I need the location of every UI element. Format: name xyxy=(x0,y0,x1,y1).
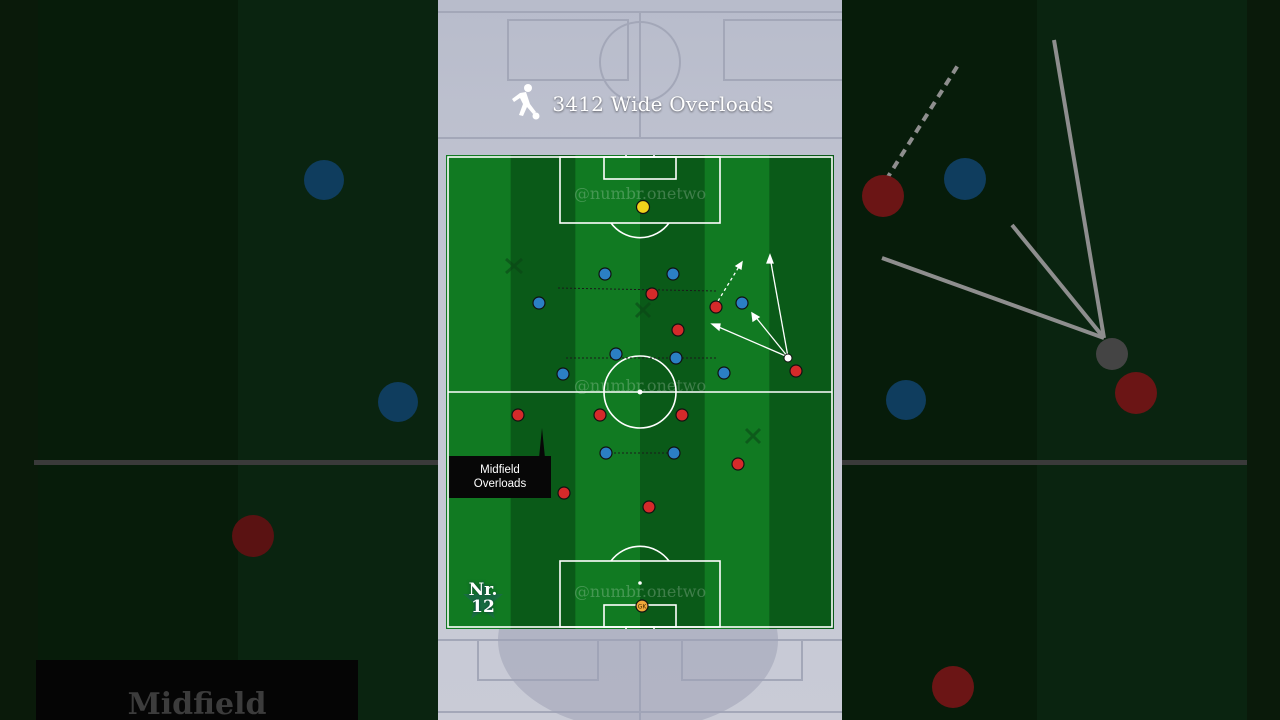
blue-player-10 xyxy=(667,446,681,460)
logo-line-2: 12 xyxy=(471,597,495,617)
watermark-top: @numbr.onetwo xyxy=(574,184,706,203)
callout-pointer xyxy=(539,428,545,458)
yellow-goalkeeper xyxy=(635,199,651,215)
red-player-1 xyxy=(645,287,659,301)
red-player-7 xyxy=(789,364,803,378)
star-icon xyxy=(463,580,503,619)
blue-player-2 xyxy=(666,267,680,281)
watermark-middle: @numbr.onetwo xyxy=(574,376,706,395)
callout-line-1: Midfield xyxy=(480,464,520,476)
blue-player-6 xyxy=(669,351,683,365)
link-lines xyxy=(557,287,717,454)
blue-player-4 xyxy=(735,296,749,310)
page-title: 3412 Wide Overloads xyxy=(552,92,774,116)
blue-player-9 xyxy=(599,446,613,460)
title-row: 3412 Wide Overloads xyxy=(438,84,842,124)
pass-arrows xyxy=(710,253,789,358)
red-player-2 xyxy=(671,323,685,337)
red-player-4 xyxy=(593,408,607,422)
red-goalkeeper xyxy=(635,599,649,613)
footballer-kicking-icon xyxy=(506,82,546,126)
background-callout-label: Midfield xyxy=(36,660,358,720)
blue-player-5 xyxy=(609,347,623,361)
pitch-svg: @numbr.onetwo @numbr.onetwo @numbr.onetw… xyxy=(446,151,835,633)
blue-player-1 xyxy=(598,267,612,281)
red-player-3 xyxy=(511,408,525,422)
blue-player-7 xyxy=(556,367,570,381)
background-arrows xyxy=(881,39,1106,340)
callout-line-2: Overloads xyxy=(473,478,527,490)
blue-player-8 xyxy=(717,366,731,380)
red-player-10 xyxy=(709,300,723,314)
pitch-lines xyxy=(447,151,833,633)
nr12-logo: Nr. 12 xyxy=(461,578,505,622)
logo-line-1: Nr. xyxy=(468,580,498,600)
midfield-overloads-callout: Midfield Overloads xyxy=(449,456,551,498)
goalkeeper-label: GK xyxy=(638,604,648,611)
red-player-5 xyxy=(675,408,689,422)
red-player-9 xyxy=(642,500,656,514)
red-player-8 xyxy=(557,486,571,500)
watermark-bottom: @numbr.onetwo xyxy=(574,582,706,601)
tactics-pitch: @numbr.onetwo @numbr.onetwo @numbr.onetw… xyxy=(446,151,835,633)
football-icon xyxy=(783,353,793,363)
red-player-6 xyxy=(731,457,745,471)
background-left: Midfield xyxy=(0,0,438,720)
background-right xyxy=(842,0,1280,720)
blue-player-3 xyxy=(532,296,546,310)
